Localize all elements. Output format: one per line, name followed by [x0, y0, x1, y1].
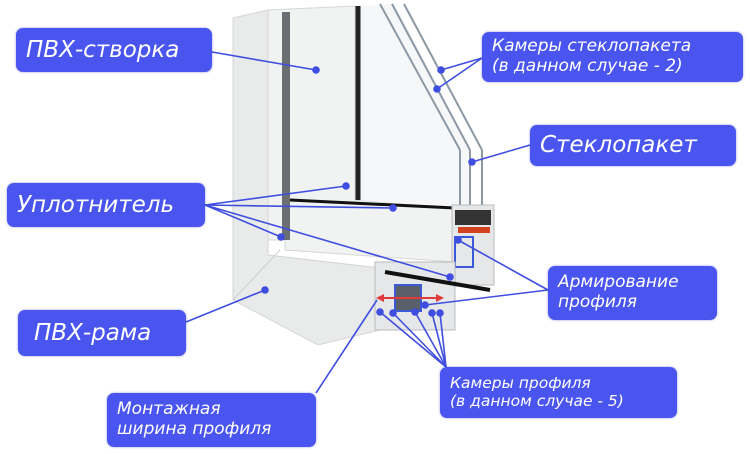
label-text: Камеры профиля [450, 373, 591, 392]
label-installation-width: Монтажная ширина профиля [107, 393, 316, 447]
label-text: (в данном случае - 5) [450, 391, 624, 410]
glass-pane [358, 4, 470, 210]
label-text: ПВХ-створка [26, 36, 180, 63]
label-text: ПВХ-рама [34, 319, 152, 346]
label-glass-unit-chambers: Камеры стеклопакета (в данном случае - 2… [482, 32, 743, 82]
label-text: Армирование [558, 272, 679, 293]
label-text: Монтажная [117, 399, 221, 420]
label-text: (в данном случае - 2) [492, 56, 683, 76]
label-pvc-sash: ПВХ-створка [16, 28, 212, 72]
label-pvc-frame: ПВХ-рама [18, 310, 186, 356]
label-text: ширина профиля [117, 419, 272, 439]
label-text: Уплотнитель [17, 191, 175, 218]
leader-lines [185, 51, 549, 394]
label-text: профиля [558, 292, 637, 312]
label-text: Стеклопакет [540, 132, 697, 159]
label-profile-chambers: Камеры профиля (в данном случае - 5) [440, 367, 677, 418]
label-text: Камеры стеклопакета [492, 36, 692, 57]
label-seal: Уплотнитель [7, 183, 205, 227]
label-glass-unit: Стеклопакет [530, 125, 736, 166]
label-profile-reinforcement: Армирование профиля [548, 266, 717, 320]
